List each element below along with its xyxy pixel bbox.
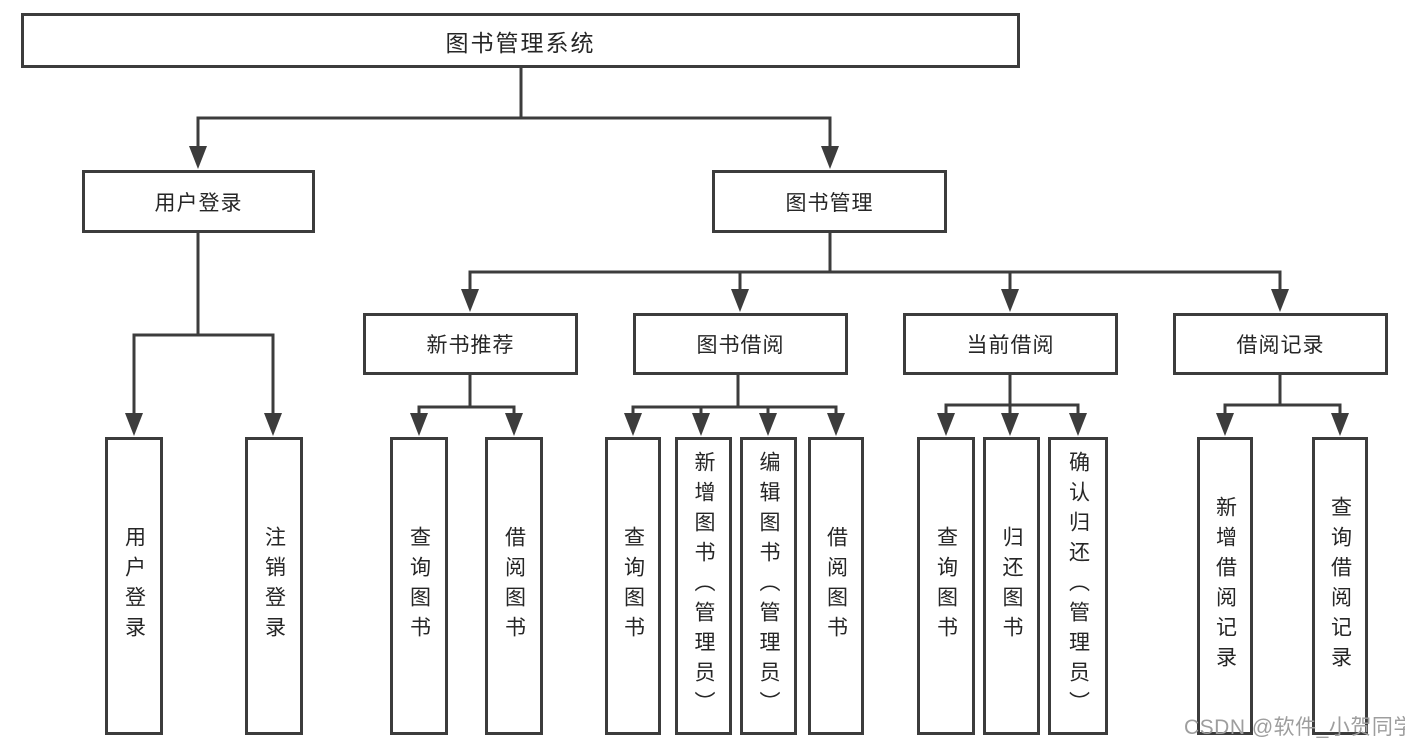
- connector-newbook-bar: [417, 405, 516, 414]
- arrow-borrow-leaf1: [624, 413, 642, 436]
- connector-borrow-bar: [631, 405, 838, 414]
- leaf-query-books-current: 查询图书: [917, 437, 975, 735]
- connector-current-bar: [944, 403, 1080, 413]
- leaf-logout: 注销登录: [245, 437, 303, 735]
- arrow-to-bookborrow: [731, 289, 749, 312]
- leaf-add-borrow-record: 新增借阅记录: [1197, 437, 1253, 735]
- arrow-newbook-leaf1: [410, 413, 428, 436]
- arrow-to-leaf-login: [125, 413, 143, 436]
- node-book-borrowing: 图书借阅: [633, 313, 848, 375]
- leaf-edit-books-admin: 编辑图书（管理员）: [740, 437, 797, 735]
- csdn-watermark: CSDN @软件_小贺同学: [1184, 716, 1405, 739]
- arrow-to-bookmgmt: [821, 146, 839, 169]
- arrow-current-leaf1: [937, 413, 955, 436]
- node-borrowing-records: 借阅记录: [1173, 313, 1388, 375]
- leaf-user-login: 用户登录: [105, 437, 163, 735]
- arrow-to-borrowrecords: [1271, 289, 1289, 312]
- leaf-query-borrow-record: 查询借阅记录: [1312, 437, 1368, 735]
- node-root-library-system: 图书管理系统: [21, 13, 1020, 68]
- node-current-borrowing: 当前借阅: [903, 313, 1118, 375]
- node-user-login: 用户登录: [82, 170, 315, 233]
- leaf-confirm-return-admin: 确认归还（管理员）: [1048, 437, 1108, 735]
- leaf-borrow-books-recommend: 借阅图书: [485, 437, 543, 735]
- arrow-records-leaf2: [1331, 413, 1349, 436]
- arrow-borrow-leaf2: [692, 413, 710, 436]
- node-new-book-recommend: 新书推荐: [363, 313, 578, 375]
- connector-root-bar: [196, 116, 832, 148]
- leaf-query-books-recommend: 查询图书: [390, 437, 448, 735]
- leaf-borrow-books: 借阅图书: [808, 437, 864, 735]
- arrow-to-leaf-logout: [264, 413, 282, 436]
- node-book-management: 图书管理: [712, 170, 947, 233]
- arrow-borrow-leaf4: [827, 413, 845, 436]
- connector-records-bar: [1223, 403, 1342, 413]
- connector-bookmgmt-bar: [468, 270, 1282, 290]
- arrow-to-currentborrow: [1001, 289, 1019, 312]
- arrow-to-userlogin: [189, 146, 207, 169]
- connector-userlogin-bar: [132, 333, 275, 415]
- arrow-newbook-leaf2: [505, 413, 523, 436]
- arrow-to-newbook: [461, 289, 479, 312]
- arrow-current-leaf3: [1069, 413, 1087, 436]
- leaf-add-books-admin: 新增图书（管理员）: [675, 437, 732, 735]
- arrow-borrow-leaf3: [759, 413, 777, 436]
- arrow-records-leaf1: [1216, 413, 1234, 436]
- leaf-query-books-borrow: 查询图书: [605, 437, 661, 735]
- leaf-return-books: 归还图书: [983, 437, 1040, 735]
- arrow-current-leaf2: [1001, 413, 1019, 436]
- arrowheads: [125, 146, 1349, 436]
